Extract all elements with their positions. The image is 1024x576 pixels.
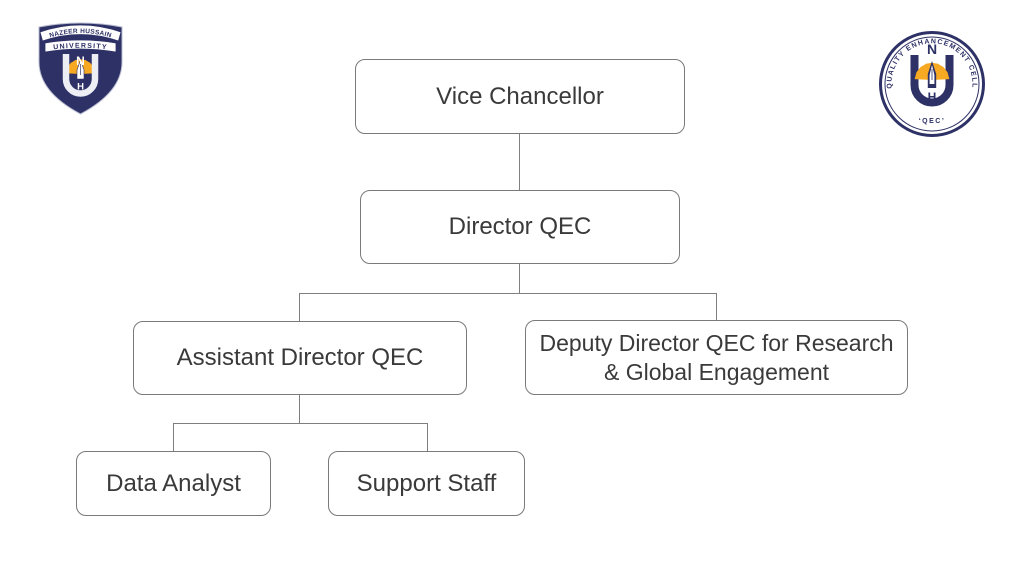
connector-to-deputy	[716, 293, 718, 320]
connector-director-down	[519, 264, 521, 294]
connector-level4-horizontal	[173, 423, 428, 425]
connector-vc-director	[519, 134, 521, 191]
connector-level3-horizontal	[299, 293, 717, 295]
seal-qec-text: ‘QEC’	[919, 118, 946, 125]
org-node-label: Support Staff	[356, 469, 497, 497]
connector-to-data-analyst	[173, 423, 175, 451]
connector-assistant-down	[299, 395, 301, 424]
org-node-support-staff: Support Staff	[328, 451, 525, 516]
banner-ribbon-bottom	[44, 39, 117, 53]
connector-to-support-staff	[427, 423, 429, 451]
banner-ribbon-top	[39, 24, 122, 42]
qec-circular-logo: QUALITY ENHANCEMENT CELL ‘QEC’ N H	[879, 31, 985, 137]
monogram-u-icon	[62, 54, 99, 97]
university-shield-logo: N H NAZEER HUSSAIN UNIVERSITY	[38, 22, 123, 115]
org-node-label: Director QEC	[448, 213, 592, 240]
monogram-letter-n: N	[76, 54, 85, 68]
org-node-label-line2: & Global Engagement	[603, 358, 830, 385]
org-node-label-line1: Deputy Director QEC for Research	[539, 329, 894, 356]
connector-to-assistant	[299, 293, 301, 321]
monogram-letter-h: H	[928, 90, 937, 104]
org-node-data-analyst: Data Analyst	[76, 451, 271, 516]
org-node-label: Assistant Director QEC	[176, 344, 424, 371]
monogram-letter-h: H	[77, 82, 84, 93]
org-node-label: Vice Chancellor	[436, 82, 604, 110]
monogram-u-icon	[910, 55, 954, 107]
seal-inner-ring	[884, 36, 980, 132]
svg-text:UNIVERSITY: UNIVERSITY	[53, 43, 108, 52]
monogram-letter-n: N	[927, 41, 937, 57]
org-node-deputy-director-qec: Deputy Director QEC for Research & Globa…	[525, 320, 908, 395]
org-node-director-qec: Director QEC	[360, 190, 680, 264]
banner-text-top: NAZEER HUSSAIN	[49, 28, 112, 39]
org-node-label: Data Analyst	[106, 469, 241, 497]
svg-text:NAZEER HUSSAIN: NAZEER HUSSAIN	[49, 28, 113, 39]
banner-text-bottom: UNIVERSITY	[53, 43, 107, 52]
org-node-assistant-director-qec: Assistant Director QEC	[133, 321, 467, 395]
org-node-vice-chancellor: Vice Chancellor	[355, 59, 685, 134]
